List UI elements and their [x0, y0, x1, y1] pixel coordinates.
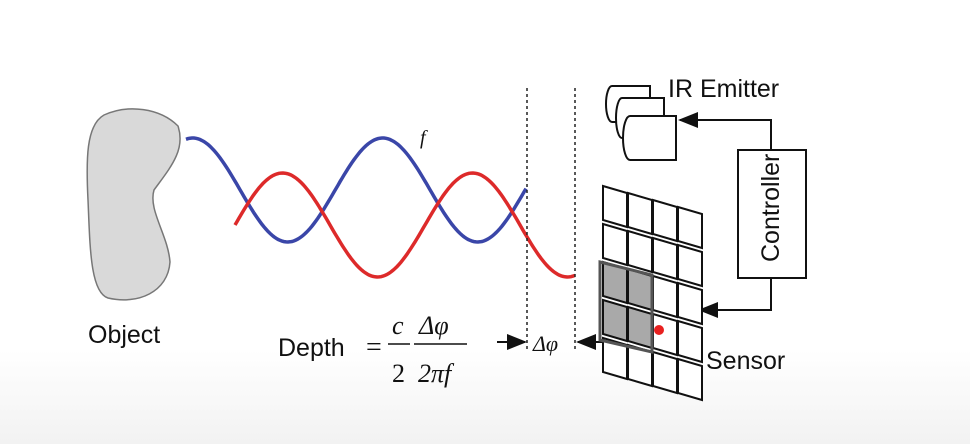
formula-den1: 2	[392, 359, 405, 388]
sensor-grid	[598, 184, 703, 402]
sensor-cell	[652, 312, 678, 357]
sensor-lit-region-border	[598, 260, 654, 354]
sensor-cell	[677, 357, 703, 402]
sensor-cell	[627, 229, 653, 274]
sensor-cell	[602, 298, 628, 343]
object-shape	[86, 108, 181, 301]
sensor-cell	[677, 243, 703, 288]
sensor-cell	[627, 191, 653, 236]
sensor-cell	[652, 236, 678, 281]
sensor-cell	[602, 222, 628, 267]
formula-num1: c	[392, 311, 404, 340]
sensor-cell	[602, 184, 628, 229]
sensor-cell	[677, 205, 703, 250]
sensor-hit-dot	[654, 325, 664, 335]
emitted-wave	[185, 136, 528, 244]
depth-formula: Depth = c 2 Δφ 2πf	[278, 311, 467, 388]
object-label: Object	[88, 321, 160, 349]
formula-num2: Δφ	[418, 311, 449, 340]
phase-shift-label: Δφ	[532, 331, 558, 356]
sensor-cell	[627, 305, 653, 350]
ir-emitter-icon	[605, 85, 677, 161]
sensor-cell	[652, 350, 678, 395]
formula-den2: 2πf	[418, 359, 455, 388]
controller-label: Controller	[757, 154, 785, 262]
sensor-cell	[677, 281, 703, 326]
controller-to-sensor-line	[698, 278, 772, 318]
ir-emitter-label: IR Emitter	[668, 75, 779, 103]
formula-lhs: Depth	[278, 334, 345, 362]
sensor-cell	[652, 274, 678, 319]
sensor-cell	[652, 198, 678, 243]
sensor-label: Sensor	[706, 347, 785, 375]
sensor-cell	[677, 319, 703, 364]
reflected-wave	[233, 171, 576, 279]
formula-equals: =	[366, 332, 382, 363]
frequency-label: f	[420, 127, 428, 149]
controller-to-emitter-line	[678, 112, 772, 150]
